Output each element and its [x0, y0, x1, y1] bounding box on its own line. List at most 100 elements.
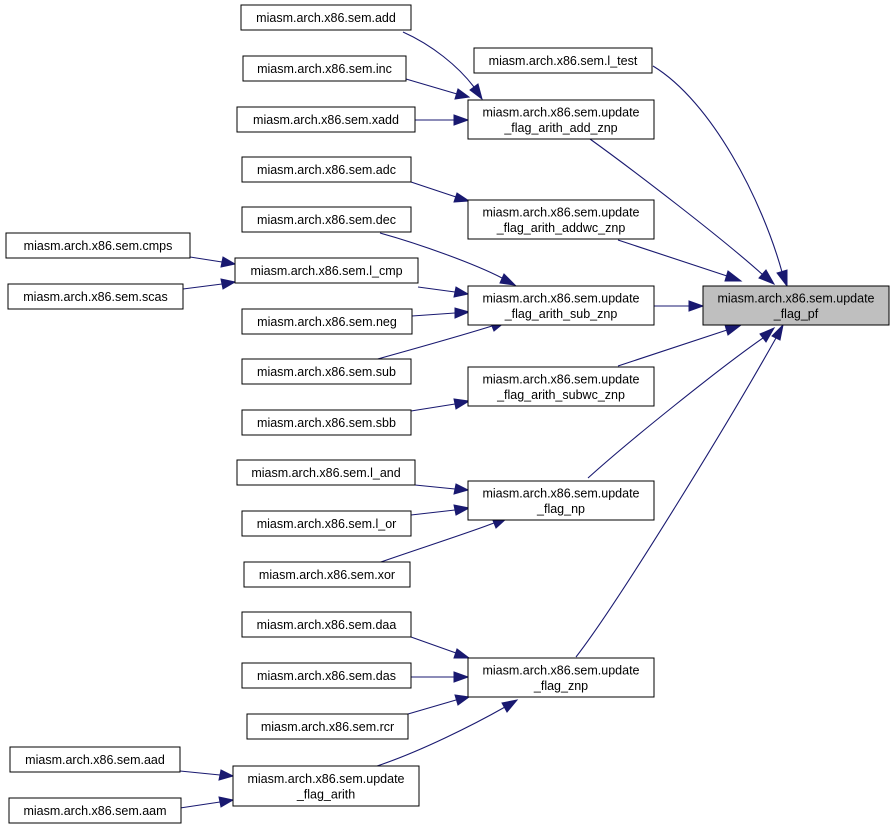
edge-das-update_flag_znp — [411, 671, 470, 683]
edge-rcr-update_flag_znp — [407, 694, 471, 715]
node-label: _flag_arith_sub_znp — [504, 307, 618, 321]
node-label: miasm.arch.x86.sem.add — [256, 11, 396, 25]
node-label: _flag_pf — [773, 307, 819, 321]
node-label: miasm.arch.x86.sem.cmps — [24, 239, 173, 253]
node-box — [236, 459, 416, 486]
node-update-flag-arith-sub-znp[interactable]: miasm.arch.x86.sem.update _flag_arith_sub… — [467, 285, 655, 326]
edge-l_or-update_flag_np — [410, 504, 471, 516]
node-sub[interactable]: miasm.arch.x86.sem.sub — [241, 358, 412, 385]
node-box — [467, 366, 655, 407]
edge-neg-update_flag_arith_sub_znp — [411, 307, 471, 319]
node-update-flag-np[interactable]: miasm.arch.x86.sem.update _flag_np — [467, 480, 655, 521]
node-label: miasm.arch.x86.sem.update — [717, 291, 874, 305]
node-label: miasm.arch.x86.sem.update — [482, 486, 639, 500]
node-l-or[interactable]: miasm.arch.x86.sem.l_or — [241, 510, 412, 537]
node-dec[interactable]: miasm.arch.x86.sem.dec — [241, 206, 412, 233]
node-update-flag-znp[interactable]: miasm.arch.x86.sem.update _flag_znp — [467, 657, 655, 698]
node-box — [241, 156, 412, 183]
edge-aam-update_flag_arith — [179, 796, 235, 809]
edge-update_flag_arith_add_znp-update_flag_pf — [589, 138, 776, 285]
edge-aad-update_flag_arith — [179, 769, 235, 781]
node-box — [234, 257, 419, 284]
node-label: _flag_arith_add_znp — [503, 121, 617, 135]
node-xor[interactable]: miasm.arch.x86.sem.xor — [243, 561, 411, 588]
node-neg[interactable]: miasm.arch.x86.sem.neg — [241, 308, 413, 335]
edge-l_cmp-update_flag_arith_sub_znp — [417, 286, 470, 298]
node-update-flag-arith[interactable]: miasm.arch.x86.sem.update_flag_arith — [232, 765, 420, 807]
node-label: miasm.arch.x86.sem.neg — [257, 315, 397, 329]
node-l-test[interactable]: miasm.arch.x86.sem.l_test — [473, 47, 653, 74]
node-box — [241, 662, 412, 689]
node-aad[interactable]: miasm.arch.x86.sem.aad — [9, 746, 181, 773]
node-label: miasm.arch.x86.sem.xor — [259, 568, 395, 582]
edge-sbb-update_flag_arith_subwc_znp — [410, 398, 471, 412]
node-box — [240, 4, 412, 31]
node-update-flag-arith-add-znp[interactable]: miasm.arch.x86.sem.update _flag_arith_add… — [467, 99, 655, 140]
node-add[interactable]: miasm.arch.x86.sem.add — [240, 4, 412, 31]
node-rcr[interactable]: miasm.arch.x86.sem.rcr — [246, 713, 409, 740]
edge-update_flag_arith-update_flag_znp — [373, 699, 519, 768]
edge-update_flag_arith_addwc_znp-update_flag_pf — [617, 239, 743, 282]
node-adc[interactable]: miasm.arch.x86.sem.adc — [241, 156, 412, 183]
node-box — [467, 285, 655, 326]
node-label: miasm.arch.x86.sem.update — [482, 372, 639, 386]
edges — [179, 31, 788, 809]
node-scas[interactable]: miasm.arch.x86.sem.scas — [7, 283, 184, 310]
edge-daa-update_flag_znp — [410, 636, 471, 659]
node-box — [236, 106, 416, 133]
node-box — [246, 713, 409, 740]
node-box — [242, 55, 407, 82]
edge-dec-update_flag_arith_sub_znp — [379, 232, 517, 286]
node-das[interactable]: miasm.arch.x86.sem.das — [241, 662, 412, 689]
node-box — [467, 480, 655, 521]
node-cmps[interactable]: miasm.arch.x86.sem.cmps — [5, 232, 191, 259]
node-update-flag-pf[interactable]: miasm.arch.x86.sem.update _flag_pf — [702, 285, 890, 326]
node-box — [467, 657, 655, 698]
node-label: miasm.arch.x86.sem.update — [247, 772, 404, 786]
node-box — [5, 232, 191, 259]
node-label: _flag_znp — [533, 679, 588, 693]
edge-l_test-update_flag_pf — [652, 65, 788, 288]
node-box — [243, 561, 411, 588]
node-box — [241, 358, 412, 385]
node-label: miasm.arch.x86.sem.l_test — [489, 54, 638, 68]
node-box — [241, 206, 412, 233]
node-label: miasm.arch.x86.sem.daa — [257, 618, 397, 632]
edge-update_flag_np-update_flag_pf — [587, 326, 776, 479]
node-label: _flag_np — [536, 502, 585, 516]
node-update-flag-arith-addwc-znp[interactable]: miasm.arch.x86.sem.update_flag_arith_add… — [467, 199, 655, 240]
edge-add-update_flag_arith_add_znp — [402, 31, 483, 101]
edge-adc-update_flag_arith_addwc_znp — [410, 181, 471, 203]
node-l-cmp[interactable]: miasm.arch.x86.sem.l_cmp — [234, 257, 419, 284]
node-xadd[interactable]: miasm.arch.x86.sem.xadd — [236, 106, 416, 133]
node-label: miasm.arch.x86.sem.scas — [23, 290, 167, 304]
node-label: miasm.arch.x86.sem.sbb — [257, 416, 396, 430]
nodes: miasm.arch.x86.sem.update_flag_pfmiasm.a… — [5, 4, 890, 824]
edge-l_and-update_flag_np — [414, 483, 470, 495]
node-box — [7, 283, 184, 310]
node-aam[interactable]: miasm.arch.x86.sem.aam — [8, 797, 182, 824]
node-label: miasm.arch.x86.sem.das — [257, 669, 396, 683]
node-label: miasm.arch.x86.sem.adc — [257, 163, 396, 177]
edge-cmps-l_cmp — [189, 256, 237, 268]
node-box — [232, 765, 420, 807]
node-label: miasm.arch.x86.sem.dec — [257, 213, 396, 227]
node-sbb[interactable]: miasm.arch.x86.sem.sbb — [241, 409, 412, 436]
node-update-flag-arith-subwc-znp[interactable]: miasm.arch.x86.sem.update_flag_arith_sub… — [467, 366, 655, 407]
node-daa[interactable]: miasm.arch.x86.sem.daa — [241, 611, 412, 638]
node-label: miasm.arch.x86.sem.inc — [257, 62, 392, 76]
node-inc[interactable]: miasm.arch.x86.sem.inc — [242, 55, 407, 82]
node-label: miasm.arch.x86.sem.sub — [257, 365, 396, 379]
node-box — [241, 409, 412, 436]
node-l-and[interactable]: miasm.arch.x86.sem.l_and — [236, 459, 416, 486]
node-box — [702, 285, 890, 326]
node-label: _flag_arith — [296, 787, 355, 801]
node-label: miasm.arch.x86.sem.update — [482, 663, 639, 677]
edge-update_flag_znp-update_flag_pf — [575, 323, 784, 658]
node-label: miasm.arch.x86.sem.update — [482, 105, 639, 119]
node-label: miasm.arch.x86.sem.xadd — [253, 113, 399, 127]
node-label: miasm.arch.x86.sem.l_cmp — [250, 264, 402, 278]
node-label: miasm.arch.x86.sem.l_or — [257, 517, 397, 531]
node-label: miasm.arch.x86.sem.update — [482, 291, 639, 305]
edge-xadd-update_flag_arith_add_znp — [415, 114, 470, 126]
